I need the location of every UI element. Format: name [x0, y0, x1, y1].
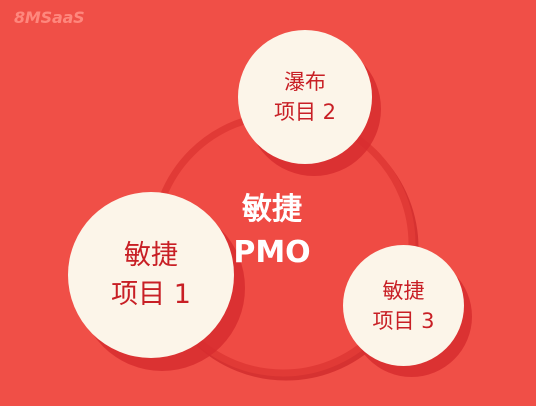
agile-project-3-node: 敏捷 项目 3 [343, 245, 464, 366]
brand-logo: 8MSaaS [14, 8, 85, 27]
agile-project-1-node: 敏捷 项目 1 [68, 192, 234, 358]
node-label-line-2: 项目 1 [111, 279, 191, 310]
node-label-line-1: 敏捷 [124, 240, 178, 271]
node-label-line-2: 项目 3 [372, 308, 435, 333]
node-label-line-1: 敏捷 [382, 278, 425, 303]
center-title: 敏捷 PMO [212, 188, 332, 274]
node-label-line-2: 项目 2 [273, 100, 337, 124]
center-title-line-2: PMO [233, 235, 311, 270]
node-label-line-1: 瀑布 [284, 70, 326, 94]
center-title-line-1: 敏捷 [242, 192, 302, 227]
waterfall-project-2-node: 瀑布 项目 2 [238, 30, 372, 164]
